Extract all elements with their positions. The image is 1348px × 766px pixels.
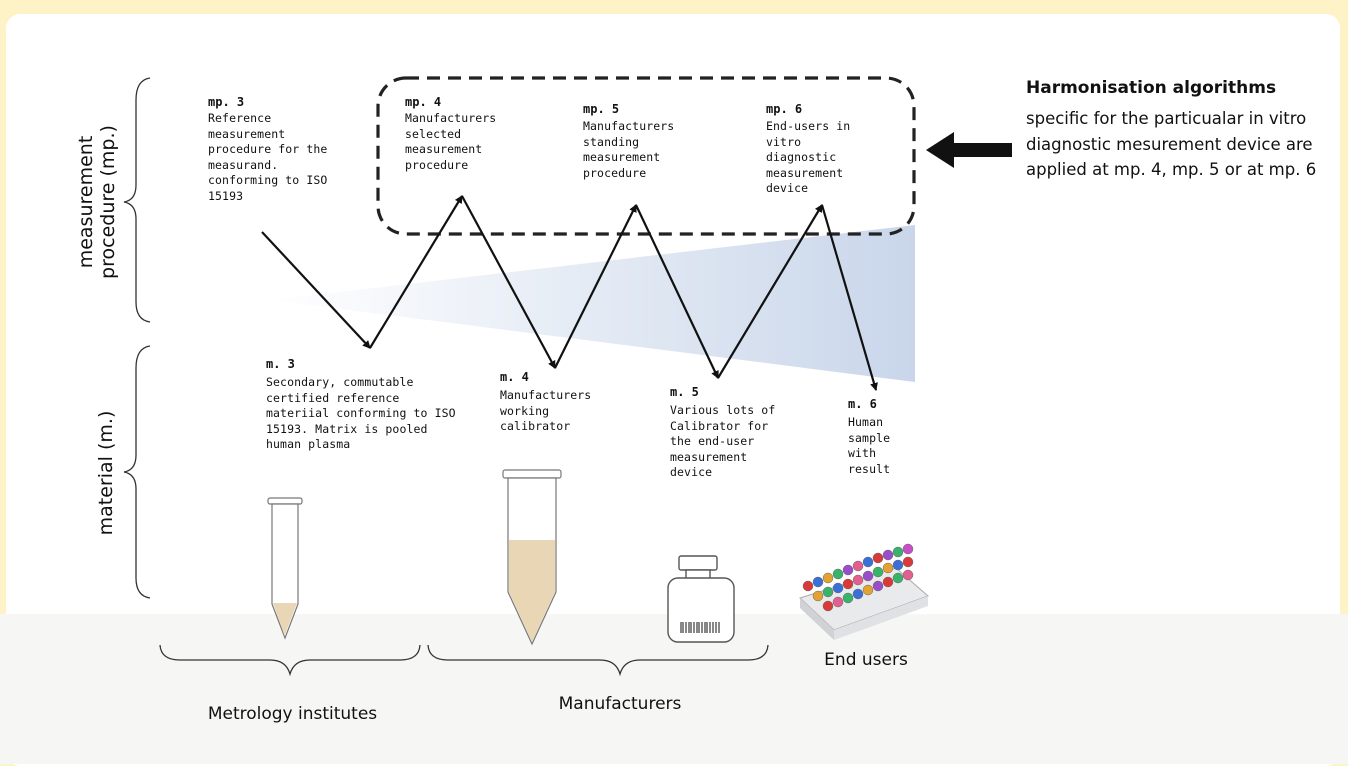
group-label-manufacturers: Manufacturers bbox=[558, 694, 682, 714]
axis-label-mp-text: measurement procedure (mp.) bbox=[75, 125, 119, 279]
mp3-code: mp. 3 bbox=[208, 95, 245, 109]
sample-rack-icon bbox=[799, 543, 929, 640]
axis-label-mp: measurement procedure (mp.) bbox=[75, 97, 121, 307]
shaded-region bbox=[270, 225, 915, 382]
dashed-box bbox=[376, 76, 916, 236]
harmonisation-title: Harmonisation algorithms bbox=[1026, 78, 1277, 98]
m3-code: m. 3 bbox=[266, 357, 295, 371]
tube-caps bbox=[802, 543, 914, 612]
mp5-desc: Manufacturers standing measurement proce… bbox=[583, 119, 675, 180]
axis-label-m: material (m.) bbox=[95, 403, 119, 543]
arrow-mp4-m4 bbox=[461, 195, 556, 369]
brace-mp bbox=[123, 77, 151, 323]
axis-label-m-text: material (m.) bbox=[95, 410, 117, 536]
calibrator-vial-icon bbox=[667, 555, 735, 643]
m3-desc: Secondary, commutable certified referenc… bbox=[266, 375, 456, 451]
mp6-desc: End-users in vitro diagnostic measuremen… bbox=[766, 119, 851, 195]
group-label-metrology: Metrology institutes bbox=[207, 704, 378, 724]
m5-desc: Various lots of Calibrator for the end-u… bbox=[670, 403, 776, 479]
mp4-code: mp. 4 bbox=[405, 95, 442, 109]
m6-desc: Human sample with result bbox=[848, 415, 891, 476]
small-tube-icon bbox=[267, 497, 303, 640]
brace-m bbox=[123, 345, 151, 599]
large-tube-icon bbox=[502, 469, 562, 646]
mp5-code: mp. 5 bbox=[583, 102, 620, 116]
m5-code: m. 5 bbox=[670, 385, 699, 399]
brace-metrology bbox=[159, 644, 421, 677]
group-label-end-users: End users bbox=[824, 650, 908, 670]
arrow-m4-mp5 bbox=[554, 204, 637, 369]
zigzag-arrows bbox=[261, 195, 878, 391]
arrow-mp3-m3 bbox=[261, 231, 371, 349]
mp4-desc: Manufacturers selected measurement proce… bbox=[405, 111, 497, 172]
barcode-icon bbox=[680, 622, 720, 633]
mp3-desc: Reference measurement procedure for the … bbox=[208, 111, 328, 203]
arrow-mp6-m6 bbox=[820, 204, 878, 391]
brace-manufacturers bbox=[427, 644, 769, 677]
mp6-code: mp. 6 bbox=[766, 102, 803, 116]
m6-code: m. 6 bbox=[848, 397, 877, 411]
harmonisation-text: specific for the particualar in vitro di… bbox=[1026, 109, 1317, 179]
m4-code: m. 4 bbox=[500, 370, 529, 384]
arrow-mp5-m5 bbox=[635, 204, 719, 379]
arrow-m3-mp4 bbox=[369, 195, 463, 349]
harmonisation-arrow bbox=[926, 132, 1012, 168]
arrow-m5-mp6 bbox=[717, 204, 823, 379]
m4-desc: Manufacturers working calibrator bbox=[500, 388, 592, 433]
